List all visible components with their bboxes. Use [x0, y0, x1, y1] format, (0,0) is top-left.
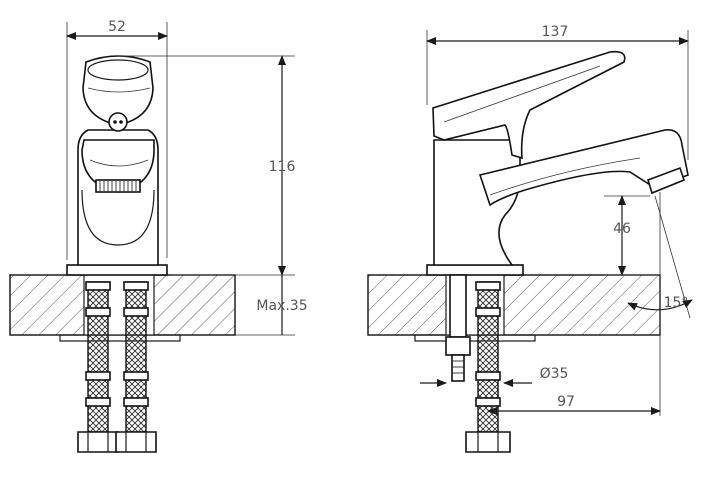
dim-height: 116: [269, 159, 296, 175]
side-aerator: [647, 166, 685, 195]
side-spout: [478, 128, 689, 207]
dim-hole-diameter: Ø35: [540, 366, 569, 382]
front-hose-right: [123, 281, 149, 433]
front-view: 52 116 Max.35: [9, 19, 308, 453]
dim-reach: 97: [557, 394, 575, 410]
front-hose-left: [85, 281, 111, 433]
dim-angle: 15°: [664, 295, 689, 311]
front-hose-nut-left: [77, 431, 119, 453]
dim-front-width: 52: [108, 19, 126, 35]
side-view: 137 46 15° Ø35 97: [367, 24, 693, 453]
side-hose-nut: [465, 431, 511, 453]
front-base-plate: [66, 264, 168, 276]
side-mounting-stud: [449, 274, 467, 338]
side-hose: [475, 281, 501, 433]
side-base-plate: [426, 264, 524, 276]
side-countertop-section: [367, 274, 661, 336]
dim-side-length: 137: [542, 24, 569, 40]
dim-spout-height: 46: [613, 221, 631, 237]
side-lever-handle: [432, 50, 626, 160]
front-aerator: [95, 179, 141, 193]
front-hose-nut-right: [115, 431, 157, 453]
dim-max-thickness: Max.35: [256, 298, 307, 314]
front-indicator-dot: [108, 112, 128, 132]
side-faucet-body: [433, 139, 521, 266]
